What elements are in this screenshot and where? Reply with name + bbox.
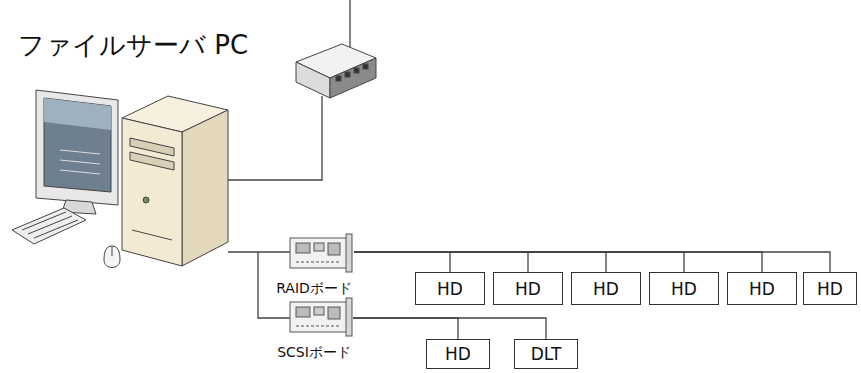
device-name: DLT [531,344,562,364]
interface-board: SCSIボード [275,300,353,362]
pc-tower-part [182,110,228,266]
pc-monitor-part [60,160,100,164]
scsi-board-icon-part [328,307,340,319]
board-label: RAIDボード [276,280,352,298]
raid-board-icon-part [296,262,340,263]
bus-cable [354,252,762,272]
pc-tower-part [130,152,174,170]
network-wire-part [228,96,322,180]
mouse-icon-part [112,246,113,256]
mouse-icon-part [104,246,120,268]
scsi-board-icon [290,298,352,336]
router-icon-part [345,72,350,77]
storage-box: HD [426,339,490,369]
storage-box: HD [571,272,641,305]
board-label: SCSIボード [277,344,351,362]
device-name: HD [445,344,471,364]
router-icon-part [330,58,376,98]
router-icon-part [363,64,368,69]
pc-monitor-part [44,98,111,130]
scsi-board-icon-part [346,298,352,336]
router-icon [296,44,376,98]
pc-monitor-part [60,150,100,154]
keyboard-icon-part [12,208,86,244]
pc-tower-part [122,118,182,266]
keyboard-icon [12,208,86,244]
pc-monitor-part [44,98,111,192]
interface-board: RAIDボード [274,236,354,298]
raid-board-icon-part [346,234,352,272]
pc-monitor-part [60,170,100,174]
bus-cable [354,252,450,272]
bus-cable [354,252,528,272]
pc-tower-part [143,197,149,203]
pc-monitor [36,90,118,214]
raid-board-icon-part [290,238,348,268]
storage-box: HD [415,272,485,305]
bus-cable [353,318,546,339]
raid-board-icon [290,234,352,272]
pc-monitor-part [36,90,118,205]
keyboard-icon-part [34,220,78,238]
mouse-icon [104,246,120,268]
device-name: HD [749,279,775,299]
device-name: HD [671,279,697,299]
scsi-board-icon-part [314,307,324,315]
network-wire-part [349,0,350,52]
scsi-board-icon-part [290,302,348,332]
pc-tower-part [132,230,172,240]
storage-box: HD [803,272,857,305]
bus-cable [353,318,458,339]
raid-board-icon-part [296,243,310,253]
device-name: HD [817,279,843,299]
raid-board-icon-part [314,243,324,251]
router-icon-part [354,68,359,73]
bus-cable [354,252,606,272]
scsi-board-icon-part [296,326,340,327]
router-icon-part [296,62,330,98]
device-label: ファイルサーバ PC [18,28,248,63]
device-name: HD [437,279,463,299]
router-icon-part [336,76,341,81]
raid-board-icon-part [328,243,340,255]
bus-cable [354,252,830,272]
device-name: HD [593,279,619,299]
storage-box: HD [493,272,563,305]
storage-box: HD [727,272,797,305]
storage-box: DLT [514,339,578,369]
scsi-board-icon-part [296,307,310,317]
bus-cable [354,252,684,272]
device-name: HD [515,279,541,299]
pc-tower [122,96,228,266]
storage-box: HD [649,272,719,305]
